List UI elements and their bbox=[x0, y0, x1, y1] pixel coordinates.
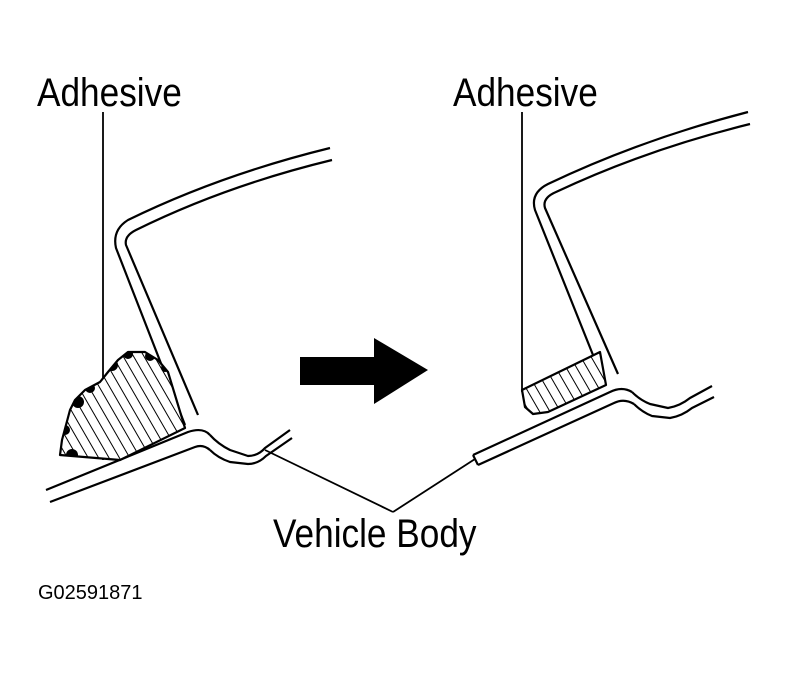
glass-inner-line-right bbox=[477, 399, 635, 467]
body-flange-lower-right bbox=[633, 396, 715, 420]
glass-inner-line-left bbox=[49, 444, 211, 504]
right-after-illustration bbox=[472, 110, 751, 467]
glass-end-right bbox=[472, 454, 479, 466]
panel-inner-right bbox=[543, 122, 751, 375]
panel-inner-left bbox=[124, 158, 333, 416]
body-flange-upper-left bbox=[209, 429, 291, 458]
figure-code: G02591871 bbox=[38, 582, 143, 604]
panel-outer-left bbox=[114, 146, 331, 426]
body-flange-upper-right bbox=[631, 385, 713, 410]
glass-outer-line-right bbox=[472, 387, 633, 456]
body-flange-lower-left bbox=[209, 437, 293, 466]
adhesive-trimmed-right bbox=[520, 350, 608, 416]
left-before-illustration bbox=[45, 112, 333, 504]
vehicle-body-label: Vehicle Body bbox=[273, 512, 477, 556]
adhesive-label-right: Adhesive bbox=[453, 71, 598, 115]
right-arrow-icon bbox=[300, 338, 428, 404]
adhesive-blob-left bbox=[58, 350, 187, 462]
vehicle-body-leaders bbox=[264, 449, 476, 513]
panel-outer-right bbox=[532, 110, 749, 381]
glass-outer-line-left bbox=[45, 428, 211, 492]
adhesive-label-left: Adhesive bbox=[37, 71, 182, 115]
